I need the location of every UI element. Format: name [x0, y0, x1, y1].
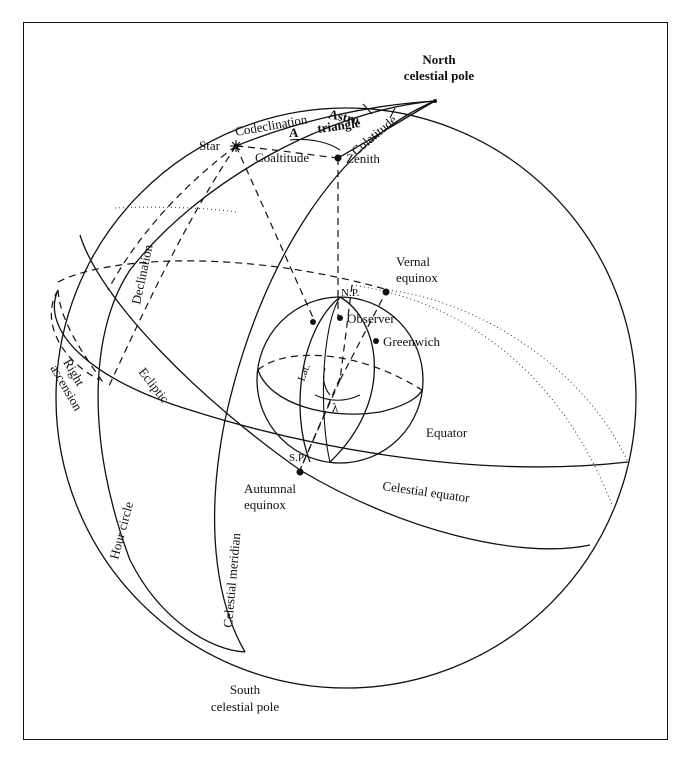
hour-circle-label: Hour circle [106, 500, 136, 561]
greenwich-label: Greenwich [383, 334, 441, 349]
autumnal-label-1: Autumnal [244, 481, 296, 496]
lat-label: Lat. [296, 362, 313, 383]
observer-point [337, 315, 343, 321]
coaltitude-arc [235, 145, 339, 159]
autumnal-equinox-point [296, 468, 304, 476]
earth-equator-back [257, 354, 423, 391]
earth-point-left [310, 319, 316, 325]
earth-meridian-back [322, 296, 341, 463]
declination-arc [107, 145, 237, 389]
earth-meridian-observer [299, 296, 341, 463]
observer-label: Observer [347, 311, 395, 326]
hour-circle-dashed [107, 145, 237, 291]
south-pole-label-2: celestial pole [211, 699, 279, 714]
center-vernal-line [339, 291, 387, 381]
astro-label-1: Astro [327, 106, 360, 127]
star-label: Star [199, 138, 221, 153]
latitude-angle-arc [323, 367, 331, 396]
north-pole-label-2: celestial pole [404, 68, 475, 83]
angle-a-arc [289, 138, 341, 151]
earth-equator-front [257, 369, 423, 415]
star-marker [230, 140, 242, 152]
celestial-meridian [213, 100, 436, 653]
ecliptic-label: Ecliptic [136, 365, 173, 406]
north-pole-label-1: North [422, 52, 456, 67]
greenwich-point [373, 338, 379, 344]
astro-label-2: triangle [316, 115, 361, 136]
right-ascension-arc [57, 289, 106, 386]
celestial-equator-back-dashed [57, 260, 389, 291]
celestial-meridian-label: Celestial meridian [220, 532, 243, 628]
hour-circle [97, 100, 436, 653]
vernal-label-1: Vernal [396, 254, 430, 269]
dotted-upper-left [114, 206, 237, 213]
equator-far-side-dotted [387, 289, 629, 463]
vernal-label-2: equinox [396, 270, 438, 285]
south-pole-label-1: South [230, 682, 261, 697]
vernal-equinox-point [382, 288, 390, 296]
angle-a-label: A [289, 125, 299, 140]
codeclination-arc [235, 100, 436, 147]
sp-label: S.P. [289, 452, 306, 464]
celestial-equator-front [53, 289, 629, 468]
coaltitude-label: Coaltitude [255, 150, 309, 165]
celestial-equator-label: Celestial equator [382, 478, 472, 505]
earth-axis [299, 284, 353, 471]
equator-label: Equator [426, 425, 468, 440]
earth-meridian-greenwich [329, 296, 375, 463]
zenith-label: Zenith [346, 151, 380, 166]
north-pole-point [433, 99, 437, 103]
celestial-sphere-outline [55, 107, 637, 689]
figure-frame [23, 22, 668, 740]
zenith-point [334, 154, 342, 162]
autumnal-label-2: equinox [244, 497, 286, 512]
lambda-label: λ [332, 400, 339, 415]
colatitude-arc [337, 100, 436, 159]
longitude-angle-arc [314, 394, 361, 401]
ecliptic-back-dashed [50, 289, 101, 381]
np-label: N.P. [341, 287, 360, 299]
star-observer-line [235, 145, 316, 323]
pole-angle-marks [362, 103, 396, 119]
